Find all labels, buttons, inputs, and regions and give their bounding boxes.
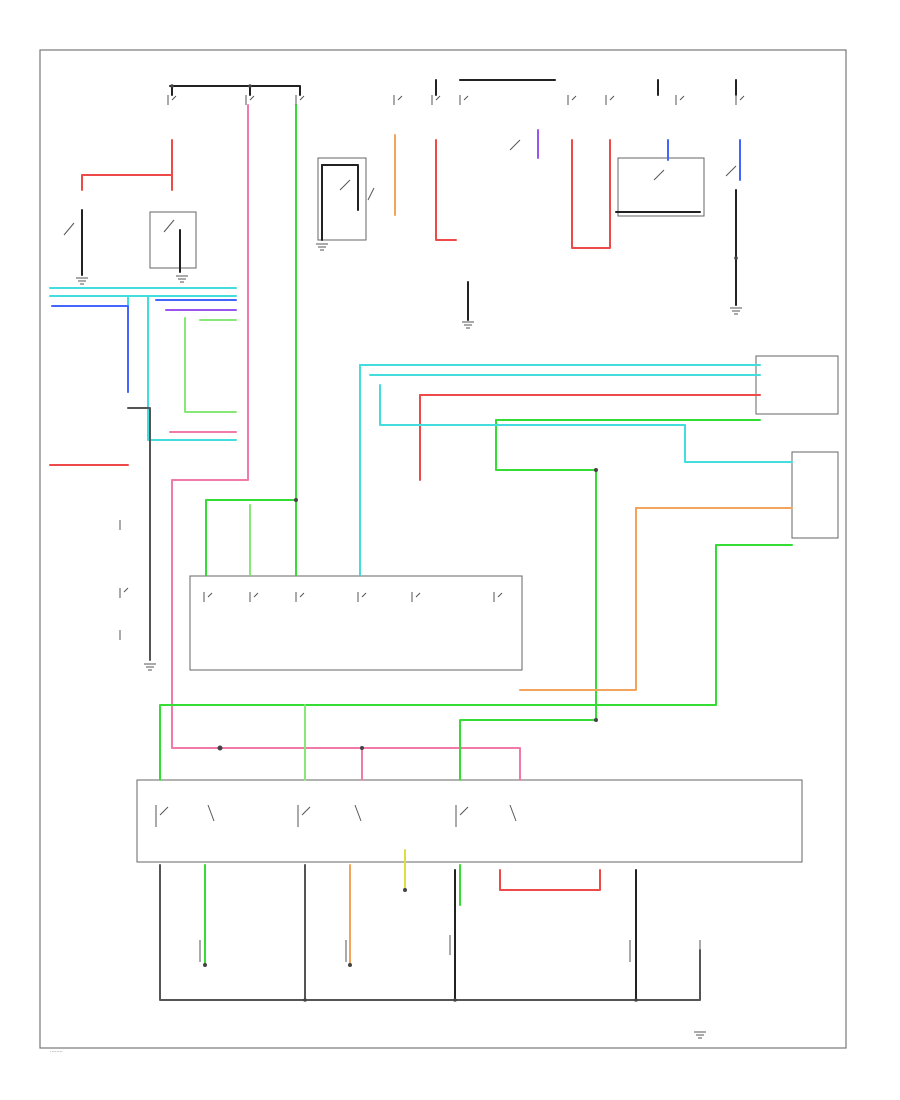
- central-fuse-panel: [189, 575, 523, 671]
- junction-dots: [170, 84, 738, 1002]
- junction-box-block: [791, 451, 839, 539]
- wire-orange: [349, 134, 793, 966]
- lamp-symbols: [119, 520, 701, 962]
- fuse-box-block: [317, 157, 367, 241]
- ground-symbols: [76, 243, 742, 1039]
- headlamp-switch-block: [149, 211, 197, 269]
- relay-block-right: [617, 157, 705, 217]
- wire-red: [49, 139, 761, 891]
- diagram-frame: [39, 49, 847, 1049]
- wire-gray: [127, 407, 701, 1001]
- relay-switch-marks: [63, 139, 737, 827]
- wire-purple: [165, 129, 539, 311]
- relay-module-bottom: [136, 779, 803, 863]
- wire-black: [81, 79, 737, 1001]
- wire-lightgreen: [184, 317, 306, 781]
- wire-green: [159, 104, 793, 966]
- wire-pink: [169, 104, 521, 781]
- wire-blue: [51, 139, 741, 393]
- page-number: ........: [50, 1048, 63, 1054]
- fuse-marks: [167, 95, 745, 602]
- control-module-block: [755, 355, 839, 415]
